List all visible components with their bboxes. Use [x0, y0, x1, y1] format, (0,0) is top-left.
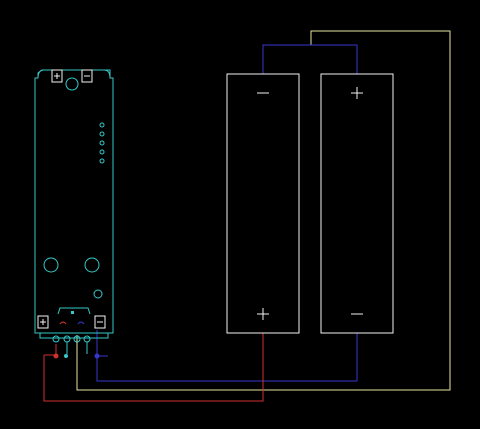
board-top-minus-pad — [81, 69, 93, 83]
mount-hole-right — [84, 257, 100, 273]
board-top-plus-pad — [51, 69, 63, 83]
wire-blue-bottom — [96, 330, 358, 382]
board-bottom-minus-pad — [94, 315, 106, 329]
board-outline — [34, 69, 114, 334]
board-pad-cyan-dot — [64, 354, 68, 358]
board-bottom-plus-pad — [37, 315, 49, 329]
board-top-ear-left — [37, 69, 45, 79]
board-top-component — [65, 77, 79, 91]
board-bottom-plus-icon — [40, 319, 46, 325]
mount-hole-left — [43, 257, 59, 273]
led-dot-1 — [99, 122, 105, 128]
board-small-hole — [93, 289, 103, 299]
wire-red — [43, 333, 264, 402]
battery-cell-left — [226, 73, 300, 334]
battery-cell-right-plus-icon — [351, 87, 363, 99]
board-connector-pin — [71, 311, 74, 314]
wire-blue-top — [262, 44, 358, 74]
board-pad-4 — [83, 335, 91, 343]
charger-board — [34, 69, 114, 359]
wire-yellow — [76, 30, 451, 391]
board-connector — [57, 307, 91, 315]
battery-cell-right — [320, 73, 394, 334]
led-dot-4 — [99, 149, 105, 155]
board-pad-5 — [94, 353, 100, 359]
battery-cell-left-outline — [226, 73, 300, 334]
battery-cell-left-plus-icon — [257, 308, 269, 320]
board-pad-1 — [52, 335, 60, 343]
board-top-plus-icon — [54, 73, 60, 79]
battery-cell-right-outline — [320, 73, 394, 334]
led-dot-3 — [99, 140, 105, 146]
wire-red-jumper — [44, 344, 57, 356]
board-blue-mark — [77, 321, 85, 325]
board-pad-red-dot — [53, 353, 59, 359]
led-dot-5 — [99, 158, 105, 164]
board-red-mark — [59, 321, 67, 325]
board-pad-2 — [63, 335, 71, 343]
led-dot-2 — [99, 131, 105, 137]
board-top-ear-right — [103, 69, 111, 79]
